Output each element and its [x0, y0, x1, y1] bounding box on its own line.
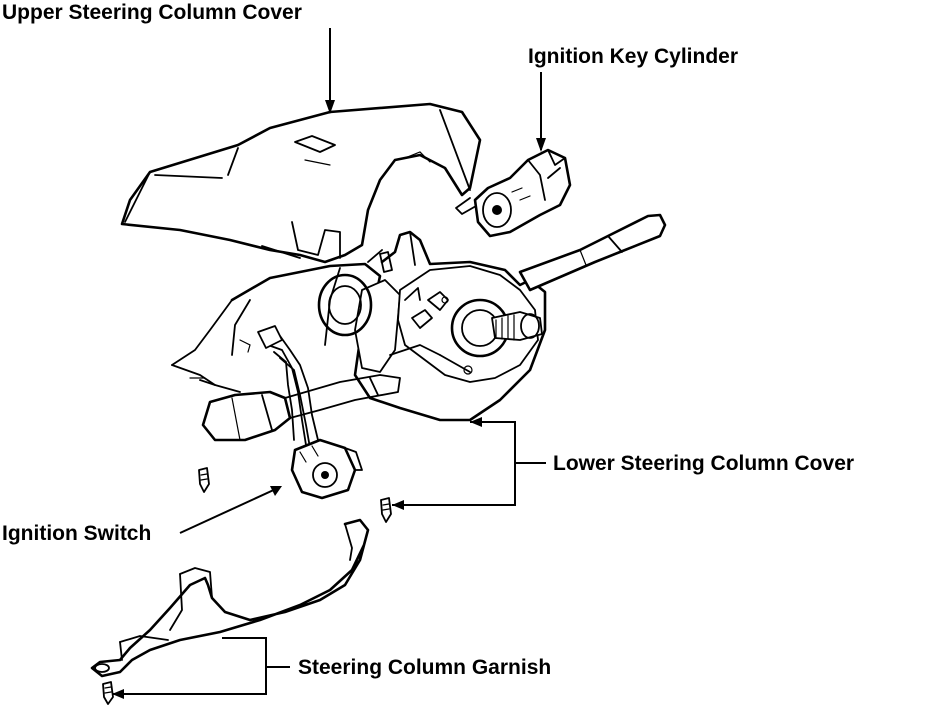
leader-garnish: [112, 637, 290, 699]
column-switch-housing: [317, 249, 543, 383]
wiper-switch-lever: [201, 374, 401, 442]
combination-switch-lever: [518, 213, 667, 292]
label-upper-steering-column-cover: Upper Steering Column Cover: [2, 1, 302, 24]
wiring-harness: [239, 325, 319, 449]
leader-lower-cover: [392, 417, 546, 510]
leader-upper-cover: [325, 28, 335, 114]
steering-column-garnish: [90, 518, 370, 678]
upper-steering-column-cover: [120, 102, 482, 264]
label-ignition-switch: Ignition Switch: [2, 522, 152, 545]
label-ignition-key-cylinder: Ignition Key Cylinder: [528, 45, 739, 68]
ignition-switch: [290, 438, 363, 500]
label-lower-steering-column-cover: Lower Steering Column Cover: [553, 452, 855, 475]
leader-key-cylinder: [536, 72, 546, 152]
label-steering-column-garnish: Steering Column Garnish: [298, 656, 552, 679]
leader-ignition-switch: [179, 486, 282, 534]
screw-bottom: [102, 681, 114, 705]
ignition-key-cylinder: [455, 148, 572, 238]
screw-left: [198, 467, 210, 493]
screw-right: [380, 497, 392, 523]
